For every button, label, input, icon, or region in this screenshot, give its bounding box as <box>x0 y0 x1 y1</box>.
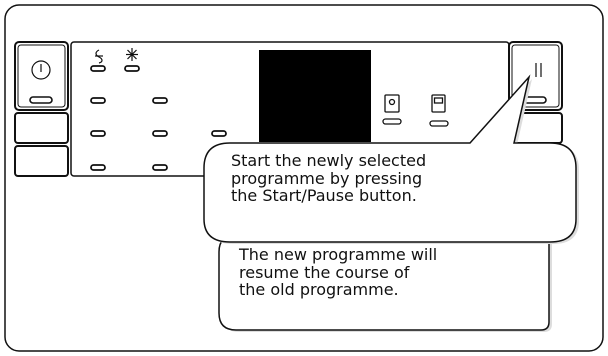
callout-2-line-3: the old programme. <box>239 280 399 299</box>
left-button-2[interactable] <box>14 145 69 177</box>
callout-2-line-2: resume the course of <box>239 262 410 282</box>
callout-bubble-2 <box>218 234 552 332</box>
power-icon <box>31 60 51 80</box>
callout-1-line-1: Start the newly selected <box>231 151 427 170</box>
indicator-lights <box>90 65 227 171</box>
door-lock-icon <box>429 94 449 127</box>
cold-star-icon <box>126 48 138 61</box>
steam-icon <box>95 49 103 64</box>
power-indicator-light <box>29 96 53 104</box>
play-pause-icon <box>535 63 542 77</box>
left-button-1[interactable] <box>14 112 69 144</box>
callout-1-line-3: the Start/Pause button. <box>231 186 417 205</box>
water-tap-icon <box>382 94 402 125</box>
display-screen <box>259 50 371 142</box>
callout-bubble-1 <box>203 74 579 244</box>
callout-1-text: Start the newly selected programme by pr… <box>231 152 426 205</box>
callout-2-text: The new programme will resume the course… <box>239 246 437 299</box>
callout-2-line-1: The new programme will <box>239 245 438 264</box>
power-button[interactable] <box>14 41 69 111</box>
callout-1-line-2: programme by pressing <box>231 168 423 188</box>
